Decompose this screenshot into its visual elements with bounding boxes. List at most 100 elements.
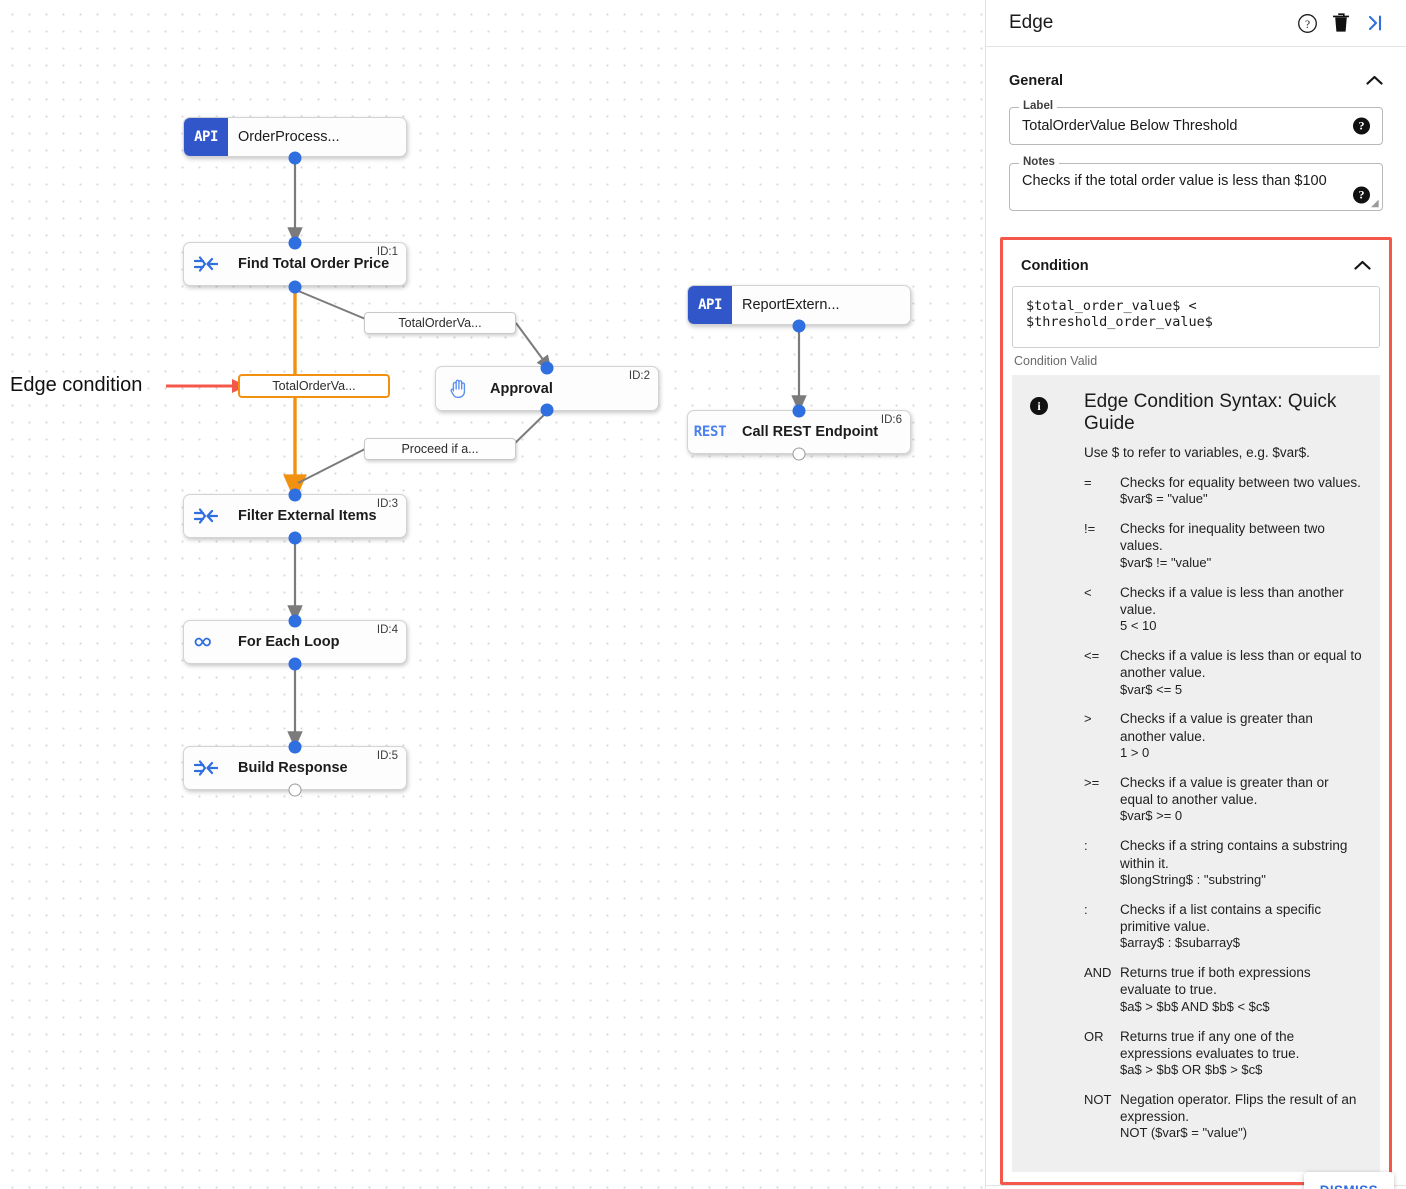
node-title: Call REST Endpoint: [742, 424, 879, 440]
operator-example: $longString$ : "substring": [1120, 871, 1266, 887]
panel-title: Edge: [1009, 12, 1054, 33]
hand-icon: [436, 367, 480, 410]
node-title: ReportExtern...: [742, 297, 840, 313]
node-title: Filter External Items: [238, 508, 377, 524]
node-id-label: ID:5: [376, 750, 398, 762]
svg-text:?: ?: [1304, 18, 1309, 30]
node-port-in[interactable]: [540, 361, 554, 375]
condition-heading: Condition: [1021, 258, 1089, 274]
edge-connections: [166, 161, 807, 749]
general-section: General Label TotalOrderValue Below Thre…: [986, 47, 1406, 229]
operator-body: Returns true if any one of the expressio…: [1120, 1028, 1362, 1079]
node-report-extern[interactable]: API ReportExtern...: [687, 285, 911, 325]
operator-symbol: <=: [1084, 648, 1100, 663]
annotation-text: Edge condition: [10, 374, 143, 396]
operator-row: AND Returns true if both expressions eval…: [1084, 964, 1362, 1015]
operator-description: Checks if a list contains a specific pri…: [1120, 901, 1322, 934]
node-id-label: ID:1: [376, 246, 398, 258]
operator-symbol: AND: [1084, 965, 1112, 981]
node-port-in[interactable]: [288, 488, 302, 502]
notes-field[interactable]: Notes Checks if the total order value is…: [1009, 156, 1383, 211]
operator-description: Checks for inequality between two values…: [1120, 521, 1325, 554]
node-port-out[interactable]: [792, 447, 806, 461]
node-id-label: ID:2: [628, 370, 650, 382]
operator-description: Checks if a value is less than or equal …: [1120, 648, 1362, 681]
node-port-out[interactable]: [288, 280, 302, 294]
delete-icon[interactable]: [1324, 6, 1358, 40]
label-help-icon[interactable]: ?: [1353, 117, 1370, 135]
condition-status-text: Condition Valid: [1014, 354, 1098, 368]
operator-body: Negation operator. Flips the result of a…: [1120, 1091, 1362, 1142]
operator-row: :Checks if a list contains a specific pr…: [1084, 901, 1362, 952]
api-icon: API: [688, 286, 732, 324]
node-port-out[interactable]: [288, 657, 302, 671]
operator-description: Negation operator. Flips the result of a…: [1120, 1091, 1357, 1125]
operator-symbol: OR: [1084, 1028, 1104, 1044]
node-port-in[interactable]: [288, 236, 302, 250]
label-field-legend: Label: [1019, 100, 1058, 112]
node-port-out[interactable]: [288, 151, 302, 165]
operator-body: Returns true if both expressions evaluat…: [1120, 964, 1362, 1015]
operator-symbol: >: [1084, 711, 1092, 727]
chevron-up-icon[interactable]: [1366, 74, 1383, 89]
condition-highlight-region: Condition $total_order_value$ < $thresho…: [1000, 237, 1392, 1186]
operator-example: $var$ <= 5: [1120, 681, 1183, 697]
notes-field-value[interactable]: Checks if the total order value is less …: [1022, 173, 1327, 189]
transform-icon: [184, 243, 228, 285]
condition-section-header[interactable]: Condition: [1012, 246, 1380, 286]
loop-icon: [184, 621, 228, 663]
operator-symbol: NOT: [1084, 1091, 1112, 1107]
node-title: For Each Loop: [238, 634, 340, 650]
node-port-out[interactable]: [792, 319, 806, 333]
node-port-in[interactable]: [288, 740, 302, 754]
node-port-out[interactable]: [540, 403, 554, 417]
guide-title: Edge Condition Syntax: Quick Guide: [1084, 391, 1337, 434]
workflow-canvas[interactable]: Edge condition API OrderProcess... Find …: [0, 0, 985, 1189]
edge-label-to-approval[interactable]: TotalOrderVa...: [364, 312, 516, 334]
operator-body: Checks for inequality between two values…: [1120, 520, 1362, 571]
operator-row: <= Checks if a value is less than or equa…: [1084, 647, 1362, 698]
operator-symbol: >=: [1084, 774, 1100, 790]
operator-row: NOT Negation operator. Flips the result o…: [1084, 1091, 1362, 1142]
chevron-up-icon[interactable]: [1354, 259, 1371, 274]
edge-label-text: TotalOrderVa...: [272, 379, 356, 393]
notes-field-legend: Notes: [1019, 156, 1059, 168]
help-icon[interactable]: ?: [1290, 6, 1324, 40]
node-id-label: ID:6: [880, 414, 902, 426]
operator-example: $a$ > $b$ AND $b$ < $c$: [1120, 998, 1270, 1014]
operator-row: <Checks if a value is less than another …: [1084, 584, 1362, 635]
condition-syntax-guide: i Edge Condition Syntax: Quick Guide Use…: [1012, 375, 1380, 1173]
collapse-panel-icon[interactable]: [1358, 6, 1392, 40]
general-heading: General: [1009, 73, 1063, 89]
node-port-in[interactable]: [288, 614, 302, 628]
label-field[interactable]: Label TotalOrderValue Below Threshold ?: [1009, 100, 1383, 145]
node-port-out[interactable]: [288, 783, 302, 797]
node-title: OrderProcess...: [238, 129, 340, 145]
node-order-process[interactable]: API OrderProcess...: [183, 117, 407, 157]
operator-row: =Checks for equality between two values.…: [1084, 474, 1362, 508]
operator-example: $var$ = "value": [1120, 491, 1208, 507]
node-title: Build Response: [238, 760, 348, 776]
operator-description: Checks for equality between two values.: [1120, 475, 1361, 490]
operator-symbol: <: [1084, 584, 1092, 600]
panel-header: Edge ?: [986, 0, 1406, 47]
operator-symbol: !=: [1084, 521, 1096, 537]
operator-description: Returns true if any one of the expressio…: [1120, 1028, 1300, 1061]
operator-body: Checks if a value is greater than or equ…: [1120, 774, 1362, 825]
condition-expression-input[interactable]: $total_order_value$ < $threshold_order_v…: [1012, 286, 1380, 348]
edge-label-edge-condition[interactable]: TotalOrderVa...: [238, 374, 390, 398]
operator-row: >= Checks if a value is greater than or e…: [1084, 774, 1362, 825]
dismiss-button[interactable]: DISMISS: [1303, 1172, 1394, 1189]
notes-help-icon[interactable]: ?: [1353, 186, 1370, 204]
edge-label-from-approval[interactable]: Proceed if a...: [364, 438, 516, 460]
panel-footer: DISMISS: [986, 1172, 1406, 1189]
label-field-value[interactable]: TotalOrderValue Below Threshold: [1022, 118, 1238, 134]
node-port-out[interactable]: [288, 531, 302, 545]
operator-body: Checks if a string contains a substring …: [1120, 837, 1362, 888]
node-port-in[interactable]: [792, 404, 806, 418]
resize-handle[interactable]: ◢: [1371, 198, 1379, 209]
operator-example: $var$ != "value": [1120, 554, 1212, 570]
operator-description: Checks if a string contains a substring …: [1120, 838, 1348, 871]
general-section-header[interactable]: General: [1000, 61, 1392, 101]
operator-body: Checks for equality between two values.$…: [1120, 474, 1362, 508]
